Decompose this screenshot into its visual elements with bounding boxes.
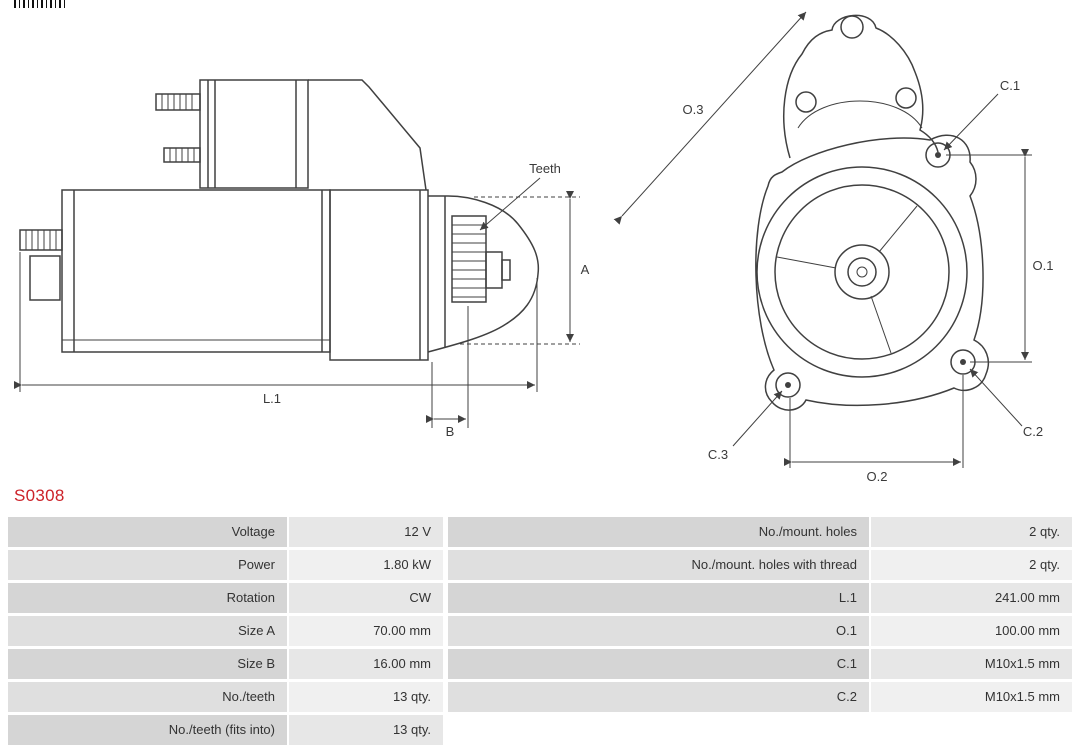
spec-value: M10x1.5 mm bbox=[871, 649, 1072, 679]
solenoid bbox=[155, 79, 309, 189]
hole-c3 bbox=[775, 372, 801, 398]
label-teeth: Teeth bbox=[529, 161, 561, 176]
spec-row-c2: C.2 M10x1.5 mm bbox=[448, 682, 1072, 712]
spec-row-c1: C.1 M10x1.5 mm bbox=[448, 649, 1072, 679]
spec-value: 1.80 kW bbox=[289, 550, 443, 580]
technical-drawings: Teeth A L.1 B bbox=[14, 11, 1054, 484]
spec-value: 70.00 mm bbox=[289, 616, 443, 646]
spec-value: 13 qty. bbox=[289, 715, 443, 745]
mounting-holes bbox=[775, 142, 976, 398]
spec-label: L.1 bbox=[448, 583, 869, 613]
spec-row-no-teeth-fits-into: No./teeth (fits into) 13 qty. bbox=[8, 715, 443, 745]
label-b: B bbox=[446, 424, 455, 439]
spec-label: No./mount. holes with thread bbox=[448, 550, 869, 580]
intermediate-housing bbox=[329, 189, 429, 361]
spec-label: No./teeth (fits into) bbox=[8, 715, 287, 745]
front-view bbox=[755, 14, 990, 411]
spec-row-mount-holes-thread: No./mount. holes with thread 2 qty. bbox=[448, 550, 1072, 580]
spec-row-mount-holes: No./mount. holes 2 qty. bbox=[448, 517, 1072, 547]
barcode bbox=[14, 0, 68, 8]
label-o1: O.1 bbox=[1033, 258, 1054, 273]
spec-value: 2 qty. bbox=[871, 550, 1072, 580]
teeth-leader-line bbox=[479, 177, 541, 231]
spec-row-size-a: Size A 70.00 mm bbox=[8, 616, 443, 646]
side-view bbox=[19, 79, 540, 361]
spec-row-o1: O.1 100.00 mm bbox=[448, 616, 1072, 646]
spec-value: 2 qty. bbox=[871, 517, 1072, 547]
spec-value: 241.00 mm bbox=[871, 583, 1072, 613]
part-number: S0308 bbox=[14, 486, 65, 505]
spec-table: Voltage 12 V Power 1.80 kW Rotation CW S… bbox=[8, 517, 1072, 745]
spec-value: 13 qty. bbox=[289, 682, 443, 712]
spec-label: Rotation bbox=[8, 583, 287, 613]
spec-row-rotation: Rotation CW bbox=[8, 583, 443, 613]
mounting-flange bbox=[755, 134, 990, 411]
spec-row-l1: L.1 241.00 mm bbox=[448, 583, 1072, 613]
spec-label: No./mount. holes bbox=[448, 517, 869, 547]
spec-row-size-b: Size B 16.00 mm bbox=[8, 649, 443, 679]
label-c2: C.2 bbox=[1023, 424, 1043, 439]
c3-leader-line bbox=[732, 390, 783, 447]
pinion-gear bbox=[451, 215, 511, 303]
spec-value: M10x1.5 mm bbox=[871, 682, 1072, 712]
label-l1: L.1 bbox=[263, 391, 281, 406]
spec-label: C.1 bbox=[448, 649, 869, 679]
starter-motor-diagram: Teeth A L.1 B bbox=[14, 11, 1054, 484]
spec-label: Size A bbox=[8, 616, 287, 646]
spec-value: 16.00 mm bbox=[289, 649, 443, 679]
upper-housing bbox=[308, 79, 427, 191]
spec-value: 100.00 mm bbox=[871, 616, 1072, 646]
spec-value: CW bbox=[289, 583, 443, 613]
spec-label: No./teeth bbox=[8, 682, 287, 712]
label-c1: C.1 bbox=[1000, 78, 1020, 93]
dim-o3-line bbox=[613, 11, 807, 225]
spec-label: C.2 bbox=[448, 682, 869, 712]
spec-label: Voltage bbox=[8, 517, 287, 547]
spec-label: Size B bbox=[8, 649, 287, 679]
label-o3: O.3 bbox=[683, 102, 704, 117]
drive-end-housing bbox=[427, 195, 540, 353]
motor-body bbox=[19, 189, 331, 353]
spec-label: O.1 bbox=[448, 616, 869, 646]
spec-row-power: Power 1.80 kW bbox=[8, 550, 443, 580]
spec-row-no-teeth: No./teeth 13 qty. bbox=[8, 682, 443, 712]
c1-leader-line bbox=[943, 93, 999, 151]
side-view-dimensions bbox=[14, 177, 580, 428]
spec-row-voltage: Voltage 12 V bbox=[8, 517, 443, 547]
front-view-dimensions bbox=[613, 11, 1032, 468]
label-a: A bbox=[581, 262, 590, 277]
label-o2: O.2 bbox=[867, 469, 888, 484]
spec-table-right: No./mount. holes 2 qty. No./mount. holes… bbox=[448, 517, 1072, 745]
c2-leader-line bbox=[969, 368, 1023, 427]
flange-circles bbox=[756, 166, 968, 378]
spec-table-left: Voltage 12 V Power 1.80 kW Rotation CW S… bbox=[8, 517, 443, 745]
solenoid-front bbox=[783, 14, 939, 159]
label-c3: C.3 bbox=[708, 447, 728, 462]
spec-label: Power bbox=[8, 550, 287, 580]
spec-value: 12 V bbox=[289, 517, 443, 547]
